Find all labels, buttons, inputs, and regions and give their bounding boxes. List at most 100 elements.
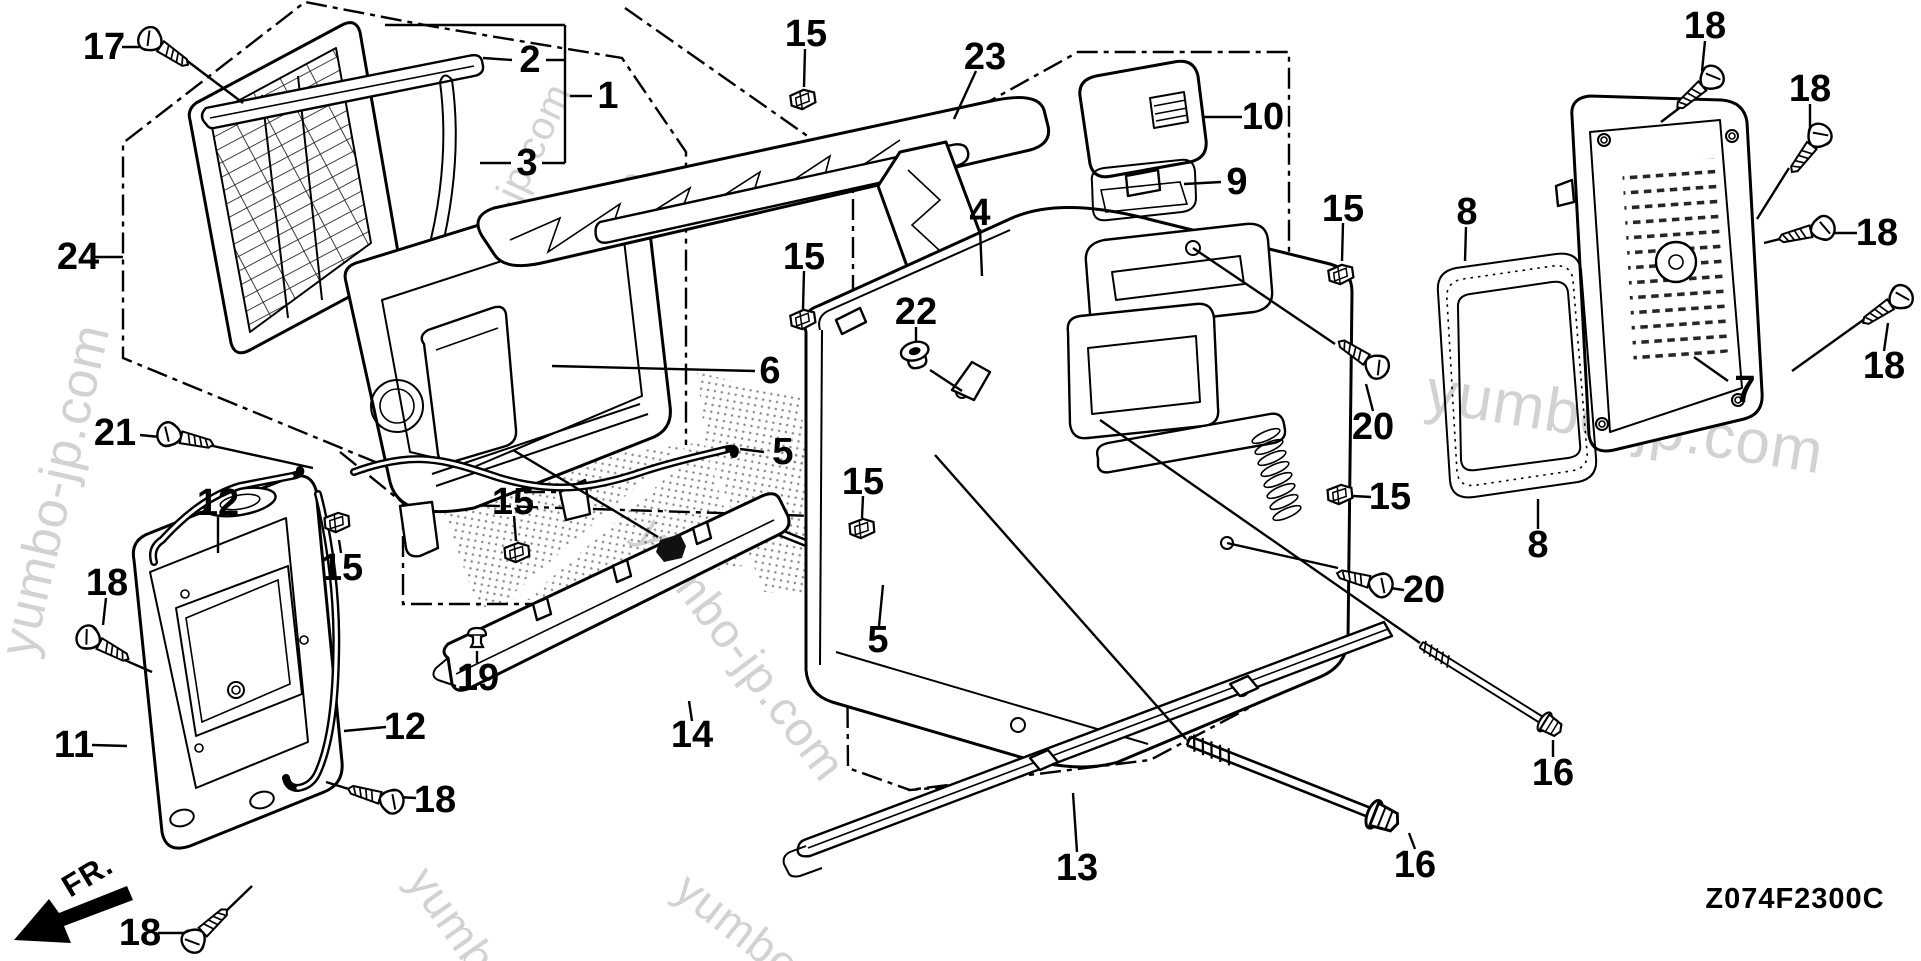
drawing-code: Z074F2300C [1705, 883, 1884, 915]
screw-icon [132, 21, 196, 76]
leader-line [482, 56, 513, 62]
leader-line [1183, 180, 1222, 186]
lower-duct [432, 492, 791, 692]
part-number-callout: 3 [516, 142, 537, 184]
part-number-callout: 18 [86, 562, 128, 604]
maintenance-cover [1078, 59, 1208, 198]
part-number-callout: 20 [1352, 406, 1394, 448]
part-number-callout: 18 [1856, 212, 1898, 254]
assembly-boundary-line [339, 451, 565, 606]
leader-line-layer [91, 23, 1890, 935]
bottom-rail [782, 620, 1394, 878]
leader-line [512, 515, 518, 542]
part-number-callout: 12 [197, 482, 239, 524]
part-number-callout: 18 [1684, 5, 1726, 47]
leader-line [1755, 167, 1791, 220]
part-number-callout: 17 [83, 26, 125, 68]
part-number-callout: 15 [1369, 476, 1411, 518]
part-number-callout: 16 [1394, 844, 1436, 886]
rear-cover-right [1554, 94, 1764, 453]
part-number-callout: 6 [759, 350, 780, 392]
fr-direction-indicator: FR. [14, 847, 133, 943]
leader-line [1693, 356, 1729, 382]
leader-line [512, 448, 659, 539]
part-number-callout: 18 [119, 912, 161, 954]
screw-icon [175, 899, 237, 959]
bolt-icon [1414, 634, 1567, 742]
part-number-callout: 4 [969, 192, 990, 234]
part-number-callout: 18 [1789, 68, 1831, 110]
part-number-callout: 18 [414, 779, 456, 821]
leader-line [739, 447, 765, 454]
assembly-boundary-line [121, 0, 688, 494]
leader-line [337, 539, 343, 554]
leader-line [801, 270, 806, 310]
part-number-callout: 15 [492, 481, 534, 523]
gasket-ring [1436, 252, 1598, 499]
fr-arrow-icon [14, 886, 133, 943]
leader-line [1071, 792, 1079, 853]
part-number-callout: 11 [54, 724, 94, 766]
vent-slots [1251, 427, 1302, 522]
leader-line [929, 368, 963, 393]
leader-line [203, 442, 314, 470]
leader-line [1226, 541, 1339, 570]
screw-icon [71, 620, 136, 671]
leader-line [934, 454, 1187, 740]
leader-line [1192, 247, 1336, 345]
leader-line [1099, 419, 1421, 644]
part-number-callout: 13 [1056, 847, 1098, 889]
wire-rod-upper [350, 444, 739, 492]
halftone-region-mid [697, 372, 808, 470]
leader-line [952, 70, 978, 120]
part-number-callout: 15 [783, 236, 825, 278]
part-number-callout: 12 [384, 706, 426, 748]
part-number-callout: 19 [457, 657, 499, 699]
bolt-icon [1181, 725, 1405, 839]
leader-line [978, 228, 984, 277]
trim-pipe-side [282, 490, 341, 793]
grille-trim-strip [200, 53, 485, 130]
screw-icon [153, 419, 218, 458]
leader-line [860, 495, 865, 519]
part-number-callout: 20 [1403, 569, 1445, 611]
part-number-callout: 15 [321, 547, 363, 589]
leader-line [101, 597, 108, 626]
part-number-callout: 15 [785, 13, 827, 55]
leader-line [1700, 40, 1707, 72]
gasket-stitch-line [1446, 264, 1588, 487]
leader-line [1407, 832, 1417, 850]
leader-line [1791, 317, 1867, 372]
leader-line [551, 364, 756, 373]
leader-line [91, 743, 128, 748]
part-number-callout: 23 [964, 36, 1006, 78]
leader-line [802, 48, 807, 88]
part-number-callout: 15 [1322, 188, 1364, 230]
part-number-callout: 24 [57, 236, 99, 278]
part-number-callout: 21 [94, 412, 136, 454]
part-number-callout: 8 [1527, 524, 1548, 566]
trim-pipe-top [149, 466, 305, 566]
part-number-callout: 9 [1226, 161, 1247, 203]
part-number-callout: 18 [1863, 345, 1905, 387]
part-number-callout: 16 [1532, 752, 1574, 794]
watermark-text: yumbo-jp.com [0, 319, 121, 662]
leader-line [1340, 222, 1345, 262]
part-number-callout: 10 [1242, 96, 1284, 138]
duct-clip [656, 534, 686, 562]
leader-line [1882, 322, 1890, 352]
cover-seal [1090, 158, 1197, 222]
clip-icon [788, 87, 818, 112]
part-number-callout: 15 [842, 461, 884, 503]
leader-line [1364, 383, 1375, 412]
leader-line [1352, 494, 1372, 499]
leader-line [877, 584, 885, 627]
part-number-callout: 7 [1734, 369, 1755, 411]
part-number-callout: 1 [597, 75, 618, 117]
leader-line [185, 59, 244, 104]
part-number-callout: 5 [772, 431, 793, 473]
screw-icon [343, 775, 408, 818]
